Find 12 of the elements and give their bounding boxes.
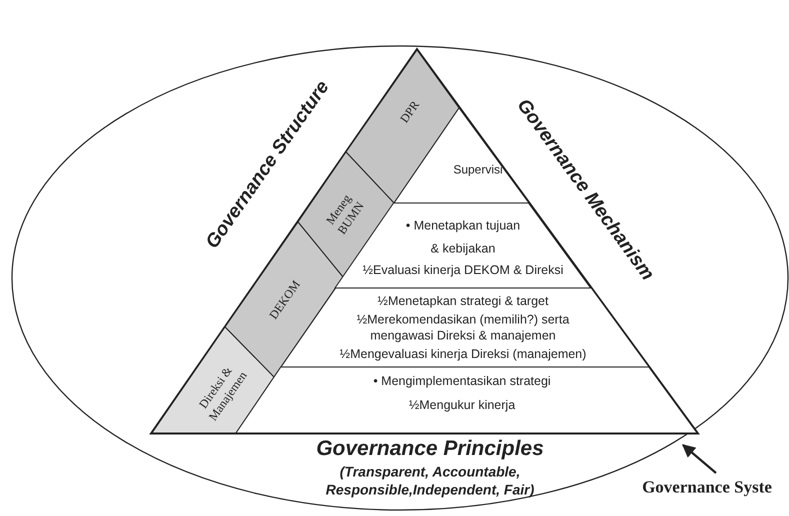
row-text: • Mengimplementasikan strategi [373,374,551,390]
principles-heading: Governance Principles [316,436,544,462]
row-text: ½Menetapkan strategi & target [378,294,548,310]
leader-arrow [682,444,717,474]
row-text: Supervisi [453,162,503,178]
row-text: • Menetapkan tujuan & kebijakan [404,218,522,258]
row-text: ½Merekomendasikan (memilih?) serta mengawasi Direksi & manajemen [356,312,570,344]
row-text: ½Mengevaluasi kinerja Direksi (manajemen) [340,347,586,363]
row-text: ½Evaluasi kinerja DEKOM & Direksi [362,263,564,279]
row-text: ½Mengukur kinerja [408,398,516,414]
system-label: Governance Syste [642,476,772,498]
principles-list: (Transparent, Accountable, Responsible,Independent, Fair) [305,464,555,498]
